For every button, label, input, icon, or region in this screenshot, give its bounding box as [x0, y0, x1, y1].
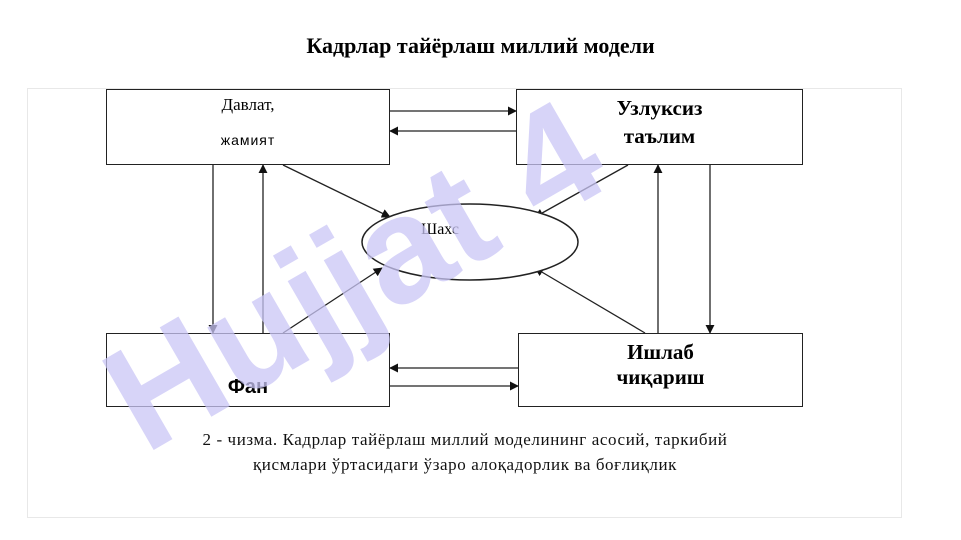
figure-panel	[27, 88, 902, 518]
continuous-education-label-line1: Узлуксиз	[616, 96, 703, 120]
state-society-node: Давлат, жамият	[106, 89, 390, 165]
person-node-ellipse	[361, 203, 579, 281]
continuous-education-label-line2: таълим	[623, 124, 696, 148]
figure-caption-line2: қисмлари ўртасидаги ўзаро алоқадорлик ва…	[252, 455, 678, 474]
production-label-line1: Ишлаб	[627, 340, 694, 364]
arrow-education-to-person	[534, 164, 629, 218]
science-node: Фан	[106, 333, 390, 407]
arrow-science-to-person	[282, 267, 383, 334]
science-label: Фан	[227, 376, 269, 398]
person-node-label: Шахс	[421, 221, 459, 238]
arrow-state-to-person	[282, 164, 391, 218]
figure-caption-line1: 2 - чизма. Кадрлар тайёрлаш миллий модел…	[202, 430, 728, 449]
production-node: Ишлаб чиқариш	[518, 333, 803, 407]
production-label-line2: чиқариш	[616, 365, 705, 389]
slide-title: Кадрлар тайёрлаш миллий модели	[306, 33, 655, 58]
arrow-production-to-person	[534, 267, 646, 334]
state-society-label-line2: жамият	[220, 132, 276, 148]
state-society-label-line1: Давлат,	[221, 95, 275, 114]
continuous-education-node: Узлуксиз таълим	[516, 89, 803, 165]
